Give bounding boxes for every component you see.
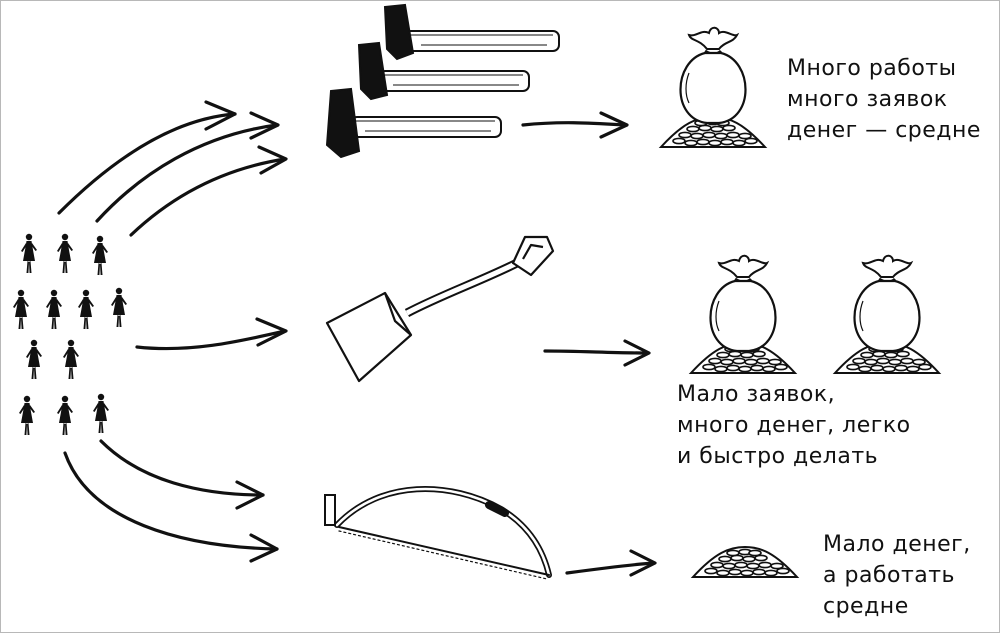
money-bag-icon <box>834 254 940 374</box>
caption-line: Мало денег, <box>823 532 971 557</box>
caption-line: Много работы <box>787 56 957 81</box>
caption-shovel-outcome: Мало заявок, много денег, легко и быстро… <box>677 379 911 472</box>
caption-line: Мало заявок, <box>677 382 836 407</box>
money-bag-icon <box>690 254 796 374</box>
caption-line: и быстро делать <box>677 444 879 469</box>
money-bag-icon <box>660 26 766 148</box>
caption-hacksaw-outcome: Мало денег, а работать средне <box>823 529 971 622</box>
caption-line: а работать <box>823 563 956 588</box>
hammers-icon <box>325 3 560 159</box>
hacksaw-icon <box>324 486 552 580</box>
caption-line: много денег, легко <box>677 413 911 438</box>
arrows-to-tools <box>57 100 288 563</box>
arrows-to-results <box>521 111 657 577</box>
shovel-icon <box>325 235 555 383</box>
people-silhouettes-icon <box>13 233 127 435</box>
caption-line: много заявок <box>787 87 948 112</box>
caption-line: средне <box>823 594 909 619</box>
caption-line: денег — средне <box>787 118 981 143</box>
caption-hammers-outcome: Много работы много заявок денег — средне <box>787 53 981 146</box>
coin-pile-icon <box>692 546 798 578</box>
